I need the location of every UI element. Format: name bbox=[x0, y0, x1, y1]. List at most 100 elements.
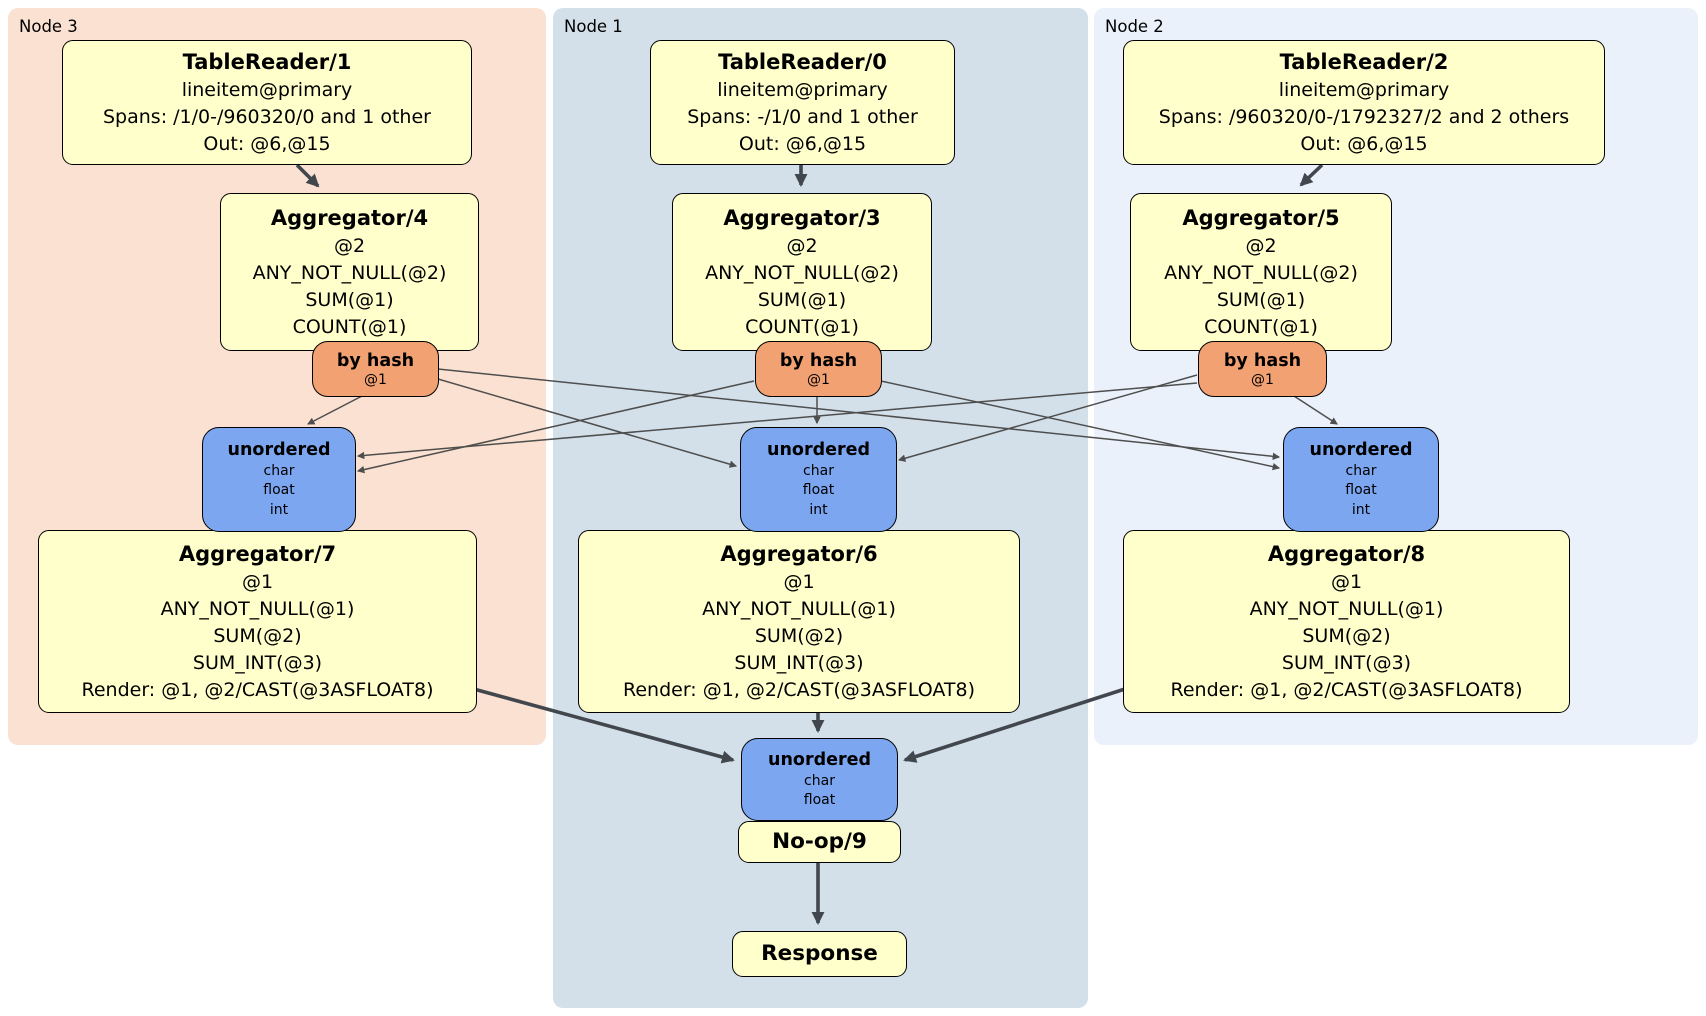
aggregator-5-box: Aggregator/5 @2 ANY_NOT_NULL(@2) SUM(@1)… bbox=[1130, 193, 1392, 351]
tablereader-2-out: Out: @6,@15 bbox=[1300, 133, 1428, 155]
unordered-sync-node2: unordered char float int bbox=[1283, 427, 1439, 532]
aggregator-3-group: @2 bbox=[786, 235, 818, 257]
aggregator-4-box: Aggregator/4 @2 ANY_NOT_NULL(@2) SUM(@1)… bbox=[220, 193, 479, 351]
unordered-sync-node1-col2: float bbox=[802, 482, 835, 499]
aggregator-6-box: Aggregator/6 @1 ANY_NOT_NULL(@1) SUM(@2)… bbox=[578, 530, 1020, 713]
hash-router-node3: by hash @1 bbox=[312, 341, 439, 397]
response-title: Response bbox=[761, 941, 878, 966]
aggregator-7-fn3: SUM_INT(@3) bbox=[192, 652, 323, 674]
aggregator-8-fn3: SUM_INT(@3) bbox=[1281, 652, 1412, 674]
response-box: Response bbox=[732, 931, 907, 977]
aggregator-6-fn3: SUM_INT(@3) bbox=[734, 652, 864, 674]
edge-tr2-agg5 bbox=[1299, 163, 1324, 187]
tablereader-1-out: Out: @6,@15 bbox=[203, 133, 331, 155]
unordered-sync-final-col2: float bbox=[803, 792, 836, 808]
aggregator-8-render: Render: @1, @2/CAST(@3ASFLOAT8) bbox=[1170, 679, 1523, 701]
tablereader-2-box: TableReader/2 lineitem@primary Spans: /9… bbox=[1123, 40, 1605, 165]
hash-router-node3-title: by hash bbox=[336, 350, 415, 371]
noop-title: No-op/9 bbox=[772, 829, 867, 854]
aggregator-6-group: @1 bbox=[783, 571, 815, 593]
aggregator-5-fn2: SUM(@1) bbox=[1216, 289, 1306, 311]
unordered-sync-node3: unordered char float int bbox=[202, 427, 356, 532]
unordered-sync-node2-title: unordered bbox=[1309, 439, 1413, 460]
aggregator-4-fn3: COUNT(@1) bbox=[292, 316, 407, 338]
hash-router-node2-title: by hash bbox=[1223, 350, 1302, 371]
unordered-sync-node2-col1: char bbox=[1345, 462, 1377, 479]
unordered-sync-node1-title: unordered bbox=[767, 439, 870, 460]
hash-router-node1-title: by hash bbox=[779, 350, 858, 371]
hash-router-node1-key: @1 bbox=[807, 371, 830, 388]
hash-router-node2: by hash @1 bbox=[1198, 341, 1327, 397]
aggregator-4-fn1: ANY_NOT_NULL(@2) bbox=[252, 262, 447, 284]
aggregator-3-fn2: SUM(@1) bbox=[757, 289, 847, 311]
aggregator-8-fn2: SUM(@2) bbox=[1302, 625, 1391, 647]
aggregator-7-render: Render: @1, @2/CAST(@3ASFLOAT8) bbox=[81, 679, 434, 701]
node2-label: Node 2 bbox=[1105, 17, 1164, 36]
aggregator-4-group: @2 bbox=[333, 235, 366, 257]
aggregator-7-title: Aggregator/7 bbox=[178, 542, 337, 566]
unordered-sync-node2-col3: int bbox=[1351, 501, 1371, 518]
aggregator-8-title: Aggregator/8 bbox=[1267, 542, 1426, 566]
aggregator-7-group: @1 bbox=[241, 571, 274, 593]
node1-label: Node 1 bbox=[564, 17, 623, 36]
aggregator-5-group: @2 bbox=[1245, 235, 1277, 257]
aggregator-8-fn1: ANY_NOT_NULL(@1) bbox=[1249, 598, 1444, 620]
aggregator-3-box: Aggregator/3 @2 ANY_NOT_NULL(@2) SUM(@1)… bbox=[672, 193, 932, 351]
edge-agg8-syncfinal bbox=[903, 686, 1129, 763]
hash-router-node1: by hash @1 bbox=[755, 341, 882, 397]
tablereader-0-out: Out: @6,@15 bbox=[738, 133, 867, 155]
aggregator-6-fn1: ANY_NOT_NULL(@1) bbox=[702, 598, 896, 620]
tablereader-1-spans: Spans: /1/0-/960320/0 and 1 other bbox=[103, 106, 431, 128]
unordered-sync-node3-title: unordered bbox=[227, 439, 331, 460]
tablereader-2-index: lineitem@primary bbox=[1278, 79, 1450, 101]
unordered-sync-node1-col3: int bbox=[809, 501, 828, 518]
aggregator-5-fn3: COUNT(@1) bbox=[1204, 316, 1318, 338]
aggregator-8-box: Aggregator/8 @1 ANY_NOT_NULL(@1) SUM(@2)… bbox=[1123, 530, 1570, 713]
aggregator-3-fn3: COUNT(@1) bbox=[745, 316, 859, 338]
aggregator-6-render: Render: @1, @2/CAST(@3ASFLOAT8) bbox=[623, 679, 975, 701]
tablereader-2-spans: Spans: /960320/0-/1792327/2 and 2 others bbox=[1158, 106, 1570, 128]
unordered-sync-final: unordered char float bbox=[741, 738, 898, 821]
tablereader-1-box: TableReader/1 lineitem@primary Spans: /1… bbox=[62, 40, 472, 165]
node3-label: Node 3 bbox=[19, 17, 78, 36]
unordered-sync-node1-col1: char bbox=[803, 462, 834, 479]
aggregator-5-title: Aggregator/5 bbox=[1182, 206, 1340, 230]
tablereader-1-index: lineitem@primary bbox=[181, 79, 353, 101]
unordered-sync-node1: unordered char float int bbox=[740, 427, 897, 532]
edge-agg7-syncfinal bbox=[469, 686, 735, 764]
hash-router-node2-key: @1 bbox=[1251, 371, 1274, 388]
edge-router3-sync3 bbox=[307, 395, 363, 425]
unordered-sync-node3-col3: int bbox=[269, 501, 289, 518]
edge-router1-sync3 bbox=[356, 380, 755, 474]
unordered-sync-final-col1: char bbox=[804, 772, 835, 789]
tablereader-0-index: lineitem@primary bbox=[717, 79, 888, 101]
aggregator-8-group: @1 bbox=[1330, 571, 1363, 593]
tablereader-1-title: TableReader/1 bbox=[182, 50, 352, 74]
edge-router1-sync2 bbox=[880, 380, 1281, 471]
aggregator-6-title: Aggregator/6 bbox=[720, 542, 878, 566]
aggregator-3-fn1: ANY_NOT_NULL(@2) bbox=[705, 262, 899, 284]
noop-box: No-op/9 bbox=[738, 821, 901, 863]
edge-router3-sync1 bbox=[437, 378, 738, 468]
aggregator-6-fn2: SUM(@2) bbox=[754, 625, 844, 647]
tablereader-0-box: TableReader/0 lineitem@primary Spans: -/… bbox=[650, 40, 955, 165]
tablereader-0-spans: Spans: -/1/0 and 1 other bbox=[687, 106, 918, 128]
edge-router2-sync1 bbox=[897, 374, 1198, 462]
aggregator-3-title: Aggregator/3 bbox=[723, 206, 881, 230]
hash-router-node3-key: @1 bbox=[364, 371, 387, 388]
tablereader-2-title: TableReader/2 bbox=[1279, 50, 1449, 74]
aggregator-5-fn1: ANY_NOT_NULL(@2) bbox=[1164, 262, 1358, 284]
unordered-sync-node2-col2: float bbox=[1345, 482, 1377, 499]
unordered-sync-node3-col2: float bbox=[263, 482, 295, 499]
edge-router2-sync2 bbox=[1293, 395, 1338, 425]
aggregator-7-fn2: SUM(@2) bbox=[213, 625, 302, 647]
tablereader-0-title: TableReader/0 bbox=[718, 50, 887, 74]
edge-router2-sync3 bbox=[356, 382, 1198, 460]
aggregator-7-fn1: ANY_NOT_NULL(@1) bbox=[160, 598, 355, 620]
unordered-sync-node3-col1: char bbox=[263, 462, 295, 479]
aggregator-4-fn2: SUM(@1) bbox=[305, 289, 394, 311]
aggregator-7-box: Aggregator/7 @1 ANY_NOT_NULL(@1) SUM(@2)… bbox=[38, 530, 477, 713]
aggregator-4-title: Aggregator/4 bbox=[270, 206, 429, 230]
